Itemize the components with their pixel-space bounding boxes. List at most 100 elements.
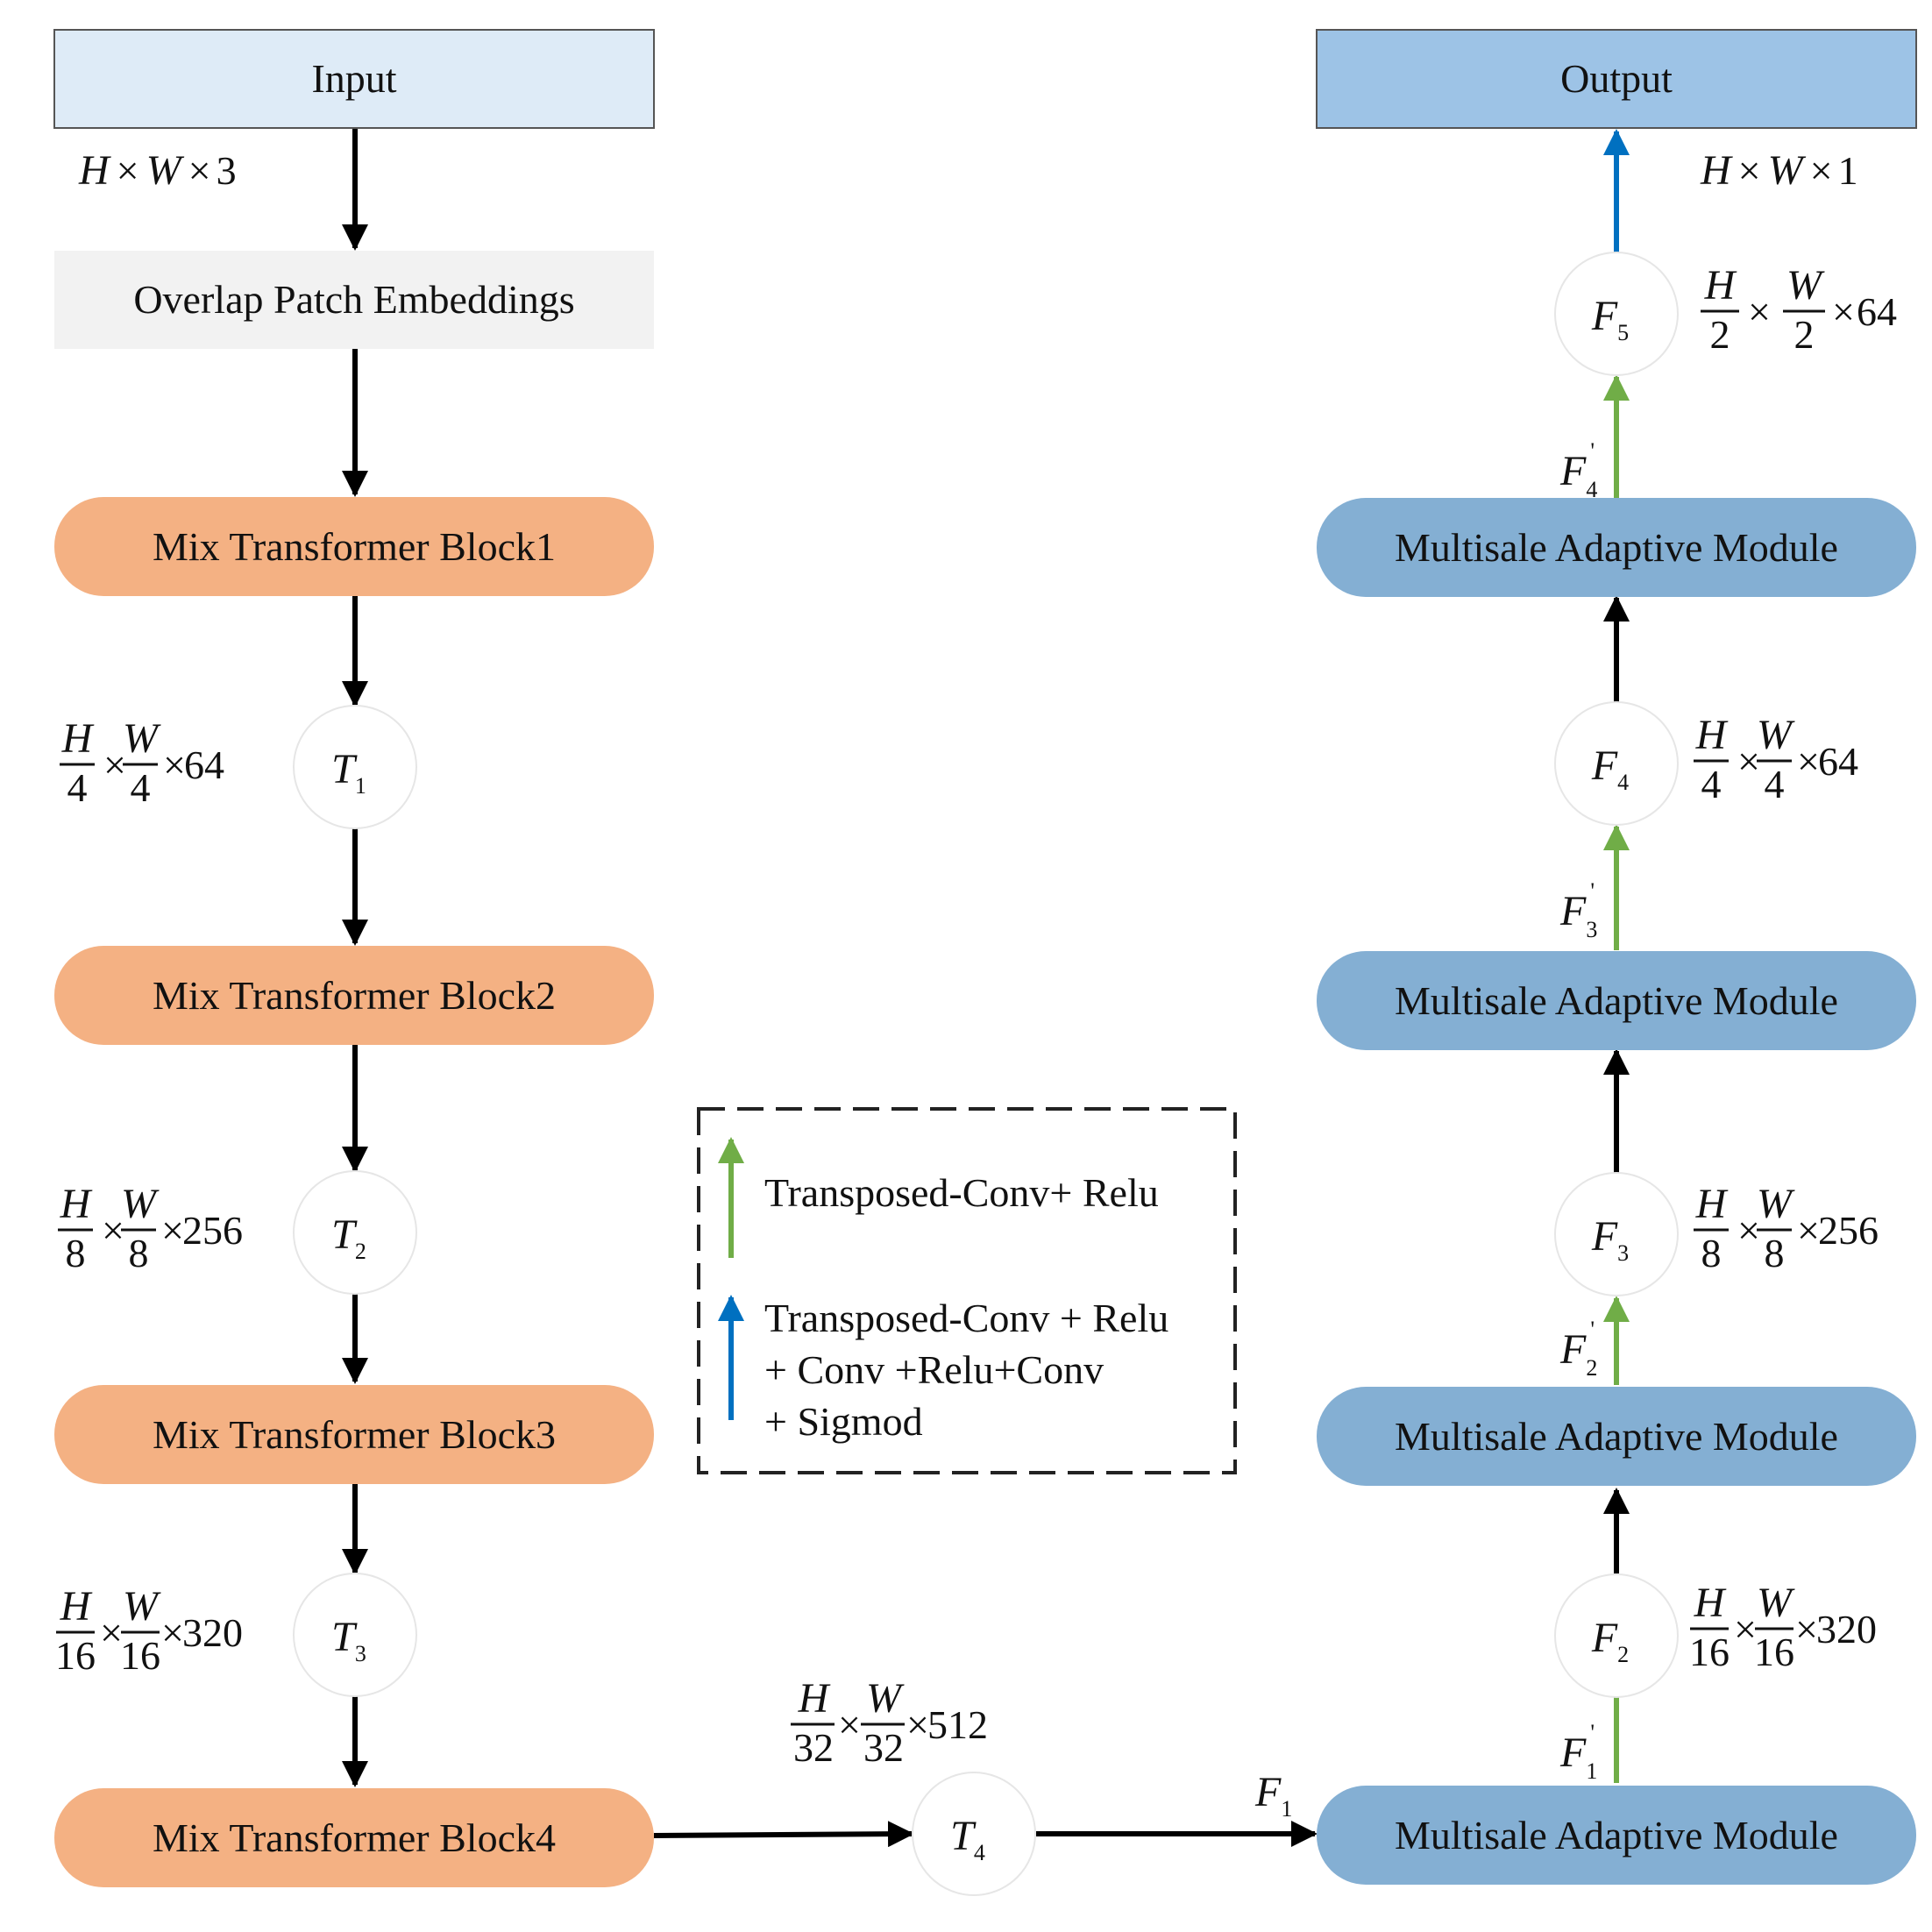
node-t3: T3 (293, 1573, 417, 1697)
svg-text:F4: F4 (1591, 742, 1629, 795)
node-f2: F2 (1554, 1573, 1679, 1698)
svg-text:4: 4 (131, 765, 151, 810)
node-f5: F5 (1554, 252, 1679, 376)
svg-text:4: 4 (67, 765, 88, 810)
svg-text:2: 2 (1710, 312, 1730, 357)
dim-label-input: H×W×3 (78, 147, 237, 194)
edge-label-f3-prime: F3' (1559, 878, 1597, 942)
mix-transformer-block1: Mix Transformer Block1 (54, 497, 654, 596)
legend: Transposed-Conv+ Relu Transposed-Conv + … (697, 1107, 1237, 1474)
svg-text:256: 256 (1818, 1208, 1879, 1253)
svg-text:×: × (1832, 289, 1855, 334)
svg-text:H: H (1695, 1181, 1729, 1227)
svg-text:H: H (60, 1181, 93, 1227)
svg-text:Mix Transformer Block2: Mix Transformer Block2 (153, 973, 556, 1018)
legend-blue-label-line2: + Conv +Relu+Conv (764, 1347, 1104, 1392)
legend-border (697, 1107, 1237, 1474)
multiscale-adaptive-module-3: Multisale Adaptive Module (1317, 951, 1916, 1050)
svg-text:64: 64 (184, 742, 224, 787)
svg-text:4: 4 (1701, 762, 1722, 806)
svg-text:T2: T2 (331, 1211, 366, 1264)
svg-text:Mix Transformer Block3: Mix Transformer Block3 (153, 1412, 556, 1457)
svg-text:×: × (1797, 739, 1820, 784)
svg-text:×: × (161, 1208, 184, 1253)
svg-text:×: × (1797, 1208, 1820, 1253)
multiscale-adaptive-module-2: Multisale Adaptive Module (1317, 1387, 1916, 1486)
svg-text:Overlap Patch Embeddings: Overlap Patch Embeddings (133, 277, 574, 322)
svg-text:8: 8 (1701, 1231, 1722, 1275)
dim-label-output: H×W×1 (1700, 147, 1858, 194)
dim-label-t2: H 8 × W 8 × 256 (58, 1181, 243, 1275)
svg-text:Multisale Adaptive Module: Multisale Adaptive Module (1395, 1813, 1838, 1857)
svg-text:8: 8 (66, 1231, 86, 1275)
edge-label-f2-prime: F2' (1559, 1317, 1597, 1381)
svg-text:64: 64 (1857, 289, 1897, 334)
multiscale-adaptive-module-4: Multisale Adaptive Module (1317, 498, 1916, 597)
svg-text:×: × (838, 1702, 861, 1747)
svg-text:H: H (798, 1675, 831, 1722)
svg-text:W: W (1757, 1181, 1795, 1227)
svg-text:64: 64 (1818, 739, 1858, 784)
svg-text:F5: F5 (1591, 293, 1629, 345)
svg-text:Output: Output (1560, 56, 1673, 101)
svg-text:H: H (61, 715, 95, 762)
svg-text:Mix Transformer Block1: Mix Transformer Block1 (153, 524, 556, 569)
svg-text:32: 32 (793, 1725, 834, 1770)
svg-text:H: H (1694, 1580, 1727, 1626)
svg-text:×: × (161, 1610, 184, 1655)
svg-text:Input: Input (311, 56, 396, 101)
svg-text:512: 512 (927, 1702, 988, 1747)
svg-text:320: 320 (1816, 1607, 1877, 1651)
svg-text:16: 16 (1754, 1630, 1794, 1674)
output-box: Output (1316, 29, 1917, 129)
svg-text:×: × (1748, 289, 1771, 334)
svg-text:×: × (1737, 1208, 1760, 1253)
svg-text:Multisale Adaptive Module: Multisale Adaptive Module (1395, 1414, 1838, 1459)
svg-text:8: 8 (129, 1231, 149, 1275)
edge-label-f1-prime: F1' (1559, 1720, 1597, 1784)
svg-text:Multisale Adaptive Module: Multisale Adaptive Module (1395, 525, 1838, 570)
svg-text:H: H (1695, 712, 1729, 758)
mix-transformer-block3: Mix Transformer Block3 (54, 1385, 654, 1484)
svg-text:8: 8 (1765, 1231, 1785, 1275)
dim-label-t1: H 4 × W 4 × 64 (60, 715, 224, 810)
node-t1: T1 (293, 705, 417, 829)
legend-green-label: Transposed-Conv+ Relu (764, 1170, 1159, 1215)
svg-text:Mix Transformer Block4: Mix Transformer Block4 (153, 1815, 556, 1860)
svg-text:W: W (1757, 1580, 1795, 1626)
node-t2: T2 (293, 1170, 417, 1295)
svg-text:W: W (123, 715, 161, 762)
svg-text:T3: T3 (331, 1614, 366, 1666)
svg-text:H: H (60, 1583, 93, 1630)
svg-text:×: × (163, 742, 186, 787)
multiscale-adaptive-module-1: Multisale Adaptive Module (1317, 1786, 1916, 1885)
edge-label-f4-prime: F4' (1559, 438, 1597, 502)
svg-text:×: × (100, 1610, 123, 1655)
svg-text:H: H (1704, 262, 1737, 309)
svg-text:F2: F2 (1591, 1615, 1629, 1667)
dim-label-f3: H 8 × W 8 × 256 (1694, 1181, 1879, 1275)
edge-label-f1: F1 (1254, 1769, 1292, 1822)
svg-text:×: × (103, 742, 126, 787)
svg-text:16: 16 (120, 1633, 160, 1678)
svg-text:2: 2 (1794, 312, 1815, 357)
svg-text:T1: T1 (331, 746, 366, 799)
legend-blue-label-line3: + Sigmod (764, 1399, 923, 1444)
svg-text:4: 4 (1765, 762, 1785, 806)
svg-text:W: W (866, 1675, 905, 1722)
svg-text:32: 32 (863, 1725, 904, 1770)
node-t4: T4 (912, 1772, 1036, 1896)
svg-text:W: W (1757, 712, 1795, 758)
svg-text:W: W (123, 1583, 161, 1630)
svg-text:16: 16 (1689, 1630, 1730, 1674)
node-f4: F4 (1554, 701, 1679, 826)
svg-text:T4: T4 (950, 1813, 985, 1865)
svg-text:W: W (1786, 262, 1825, 309)
svg-text:256: 256 (182, 1208, 243, 1253)
svg-text:W: W (121, 1181, 160, 1227)
dim-label-f5: H 2 × W 2 × 64 (1701, 262, 1897, 357)
patch-embedding-box: Overlap Patch Embeddings (54, 251, 654, 349)
node-f3: F3 (1554, 1172, 1679, 1296)
input-box: Input (53, 29, 655, 129)
